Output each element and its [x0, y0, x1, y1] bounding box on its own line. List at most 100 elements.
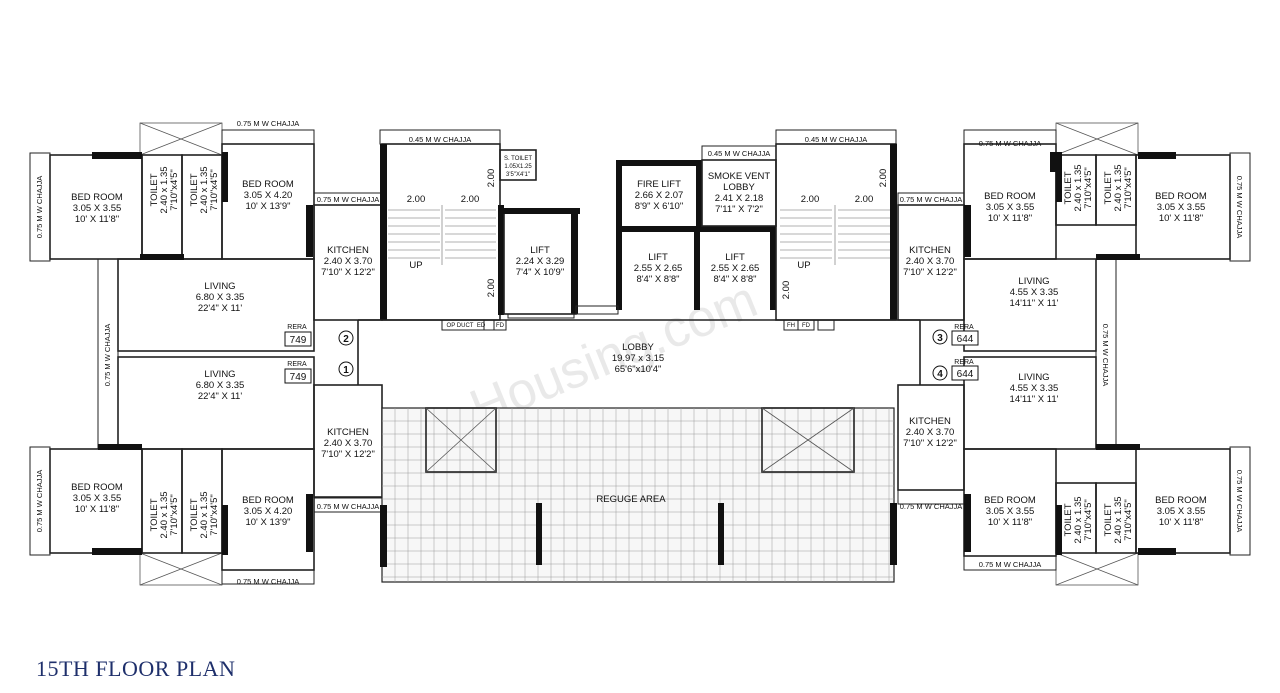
- room-size-ft: 10' X 13'9": [245, 201, 290, 212]
- room-size-ft: 3'5"X4'1": [506, 172, 530, 178]
- room-size-ft: 10' X 11'8": [988, 517, 1032, 528]
- rera-label: RERA: [287, 361, 307, 368]
- room-size-ft: 22'4" X 11': [198, 391, 243, 402]
- rera-number: 644: [957, 369, 974, 380]
- room-name: FIRE LIFT: [637, 179, 681, 190]
- room-size-m: 2.40 x 1.35: [199, 491, 210, 538]
- room-size-ft: 10' X 11'8": [75, 504, 119, 515]
- room-size-m: 2.55 X 2.65: [634, 263, 683, 274]
- room-size-m: 2.40 x 1.35: [199, 166, 210, 213]
- room-name: BED ROOM: [242, 179, 294, 190]
- room-size-ft: 8'9" X 6'10": [635, 201, 683, 212]
- room-name: LIVING: [204, 369, 235, 380]
- room-name: S. TOILET: [504, 156, 532, 162]
- room-size-ft: 14'11" X 11': [1010, 298, 1059, 309]
- room-name: LIFT: [725, 252, 745, 263]
- room-size-ft: 7'10" X 12'2": [321, 449, 375, 460]
- room-size-ft: 7'10" X 12'2": [321, 267, 375, 278]
- chajja-label: 0.75 M W CHAJJA: [317, 502, 380, 511]
- chajja-label: 0.75 M W CHAJJA: [1101, 324, 1110, 387]
- room-name: BED ROOM: [242, 495, 294, 506]
- stair-up: UP: [409, 260, 422, 271]
- east-wing: [897, 122, 1251, 586]
- room-name: KITCHEN: [327, 427, 369, 438]
- chajja-label: 0.75 M W CHAJJA: [317, 195, 380, 204]
- room-size-m: 2.40 x 1.35: [1073, 496, 1084, 543]
- room-name: LIFT: [530, 245, 550, 256]
- room-name-line2: LOBBY: [723, 182, 755, 193]
- room-size-m: 2.40 X 3.70: [906, 427, 955, 438]
- chajja-label: 0.75 M W CHAJJA: [103, 324, 112, 387]
- room-size-m: 2.55 X 2.65: [711, 263, 760, 274]
- chajja-label: 0.75 M W CHAJJA: [900, 195, 963, 204]
- room-name: KITCHEN: [327, 245, 369, 256]
- room-size-ft: 7'11" X 7'2": [715, 204, 763, 215]
- room-size-ft: 10' X 11'8": [1159, 517, 1203, 528]
- room-size-ft: 65'6"x10'4": [615, 364, 662, 375]
- stair-dim: 2.00: [407, 194, 426, 205]
- room-name: REGUGE AREA: [596, 494, 666, 505]
- duct-label: ED: [477, 323, 486, 329]
- room-name: TOILET: [1063, 171, 1074, 204]
- room-name: BED ROOM: [984, 191, 1036, 202]
- room-size-m: 3.05 X 4.20: [244, 506, 293, 517]
- room-size-m: 2.66 X 2.07: [635, 190, 684, 201]
- room-name: TOILET: [1103, 171, 1114, 204]
- refuge-area: [380, 407, 897, 583]
- room-size-m: 3.05 X 4.20: [244, 190, 293, 201]
- chajja-label: 0.75 M W CHAJJA: [979, 139, 1042, 148]
- room-size-m: 3.05 X 3.55: [986, 506, 1035, 517]
- room-name: BED ROOM: [984, 495, 1036, 506]
- room-name: BED ROOM: [71, 192, 123, 203]
- stair-up: UP: [797, 260, 810, 271]
- stair-dim: 2.00: [855, 194, 874, 205]
- room-name: TOILET: [1103, 503, 1114, 536]
- room-name: BED ROOM: [1155, 495, 1207, 506]
- room-size-ft: 7'10"x4'5": [1123, 499, 1134, 541]
- room-name: LIVING: [1018, 372, 1049, 383]
- stair-dim: 2.00: [801, 194, 820, 205]
- room-size-ft: 7'10" X 12'2": [903, 438, 957, 449]
- duct-label: FD: [802, 323, 811, 329]
- room-size-ft: 10' X 11'8": [988, 213, 1032, 224]
- chajja-label: 0.75 M W CHAJJA: [1235, 470, 1244, 533]
- room-size-m: 2.40 x 1.35: [159, 166, 170, 213]
- room-name: LIVING: [1018, 276, 1049, 287]
- room-size-m: 2.40 x 1.35: [1073, 164, 1084, 211]
- unit-number: 4: [937, 369, 943, 380]
- rera-number: 749: [290, 335, 307, 346]
- room-size-m: 2.40 x 1.35: [1113, 496, 1124, 543]
- room-size-m: 2.24 X 3.29: [516, 256, 565, 267]
- chajja-label: 0.75 M W CHAJJA: [900, 502, 963, 511]
- chajja-label: 0.45 M W CHAJJA: [409, 135, 472, 144]
- room-size-ft: 7'10"x4'5": [1083, 167, 1094, 209]
- stair-dim: 2.00: [781, 281, 792, 300]
- chajja-label: 0.75 M W CHAJJA: [237, 577, 300, 586]
- unit-number: 1: [343, 365, 349, 376]
- room-name: SMOKE VENT: [708, 171, 770, 182]
- duct-label: OP DUCT: [447, 323, 474, 329]
- unit-markers: RERA 749 2 RERA 749 1 3 RERA 644 4 RERA …: [284, 324, 979, 384]
- room-size-m: 2.40 X 3.70: [906, 256, 955, 267]
- room-name: BED ROOM: [71, 482, 123, 493]
- chajja-label: 0.45 M W CHAJJA: [805, 135, 868, 144]
- room-size-ft: 10' X 11'8": [75, 214, 119, 225]
- room-size-m: 4.55 X 3.35: [1010, 287, 1059, 298]
- rera-label: RERA: [954, 324, 974, 331]
- unit-number: 3: [937, 333, 943, 344]
- room-name: BED ROOM: [1155, 191, 1207, 202]
- room-name: KITCHEN: [909, 245, 951, 256]
- room-size-ft: 7'4" X 10'9": [516, 267, 564, 278]
- room-name: LOBBY: [622, 342, 654, 353]
- chajja-label: 0.75 M W CHAJJA: [35, 176, 44, 239]
- rera-number: 749: [290, 372, 307, 383]
- room-size-m: 6.80 X 3.35: [196, 292, 245, 303]
- room-name: TOILET: [149, 498, 160, 531]
- chajja-label: 0.75 M W CHAJJA: [979, 560, 1042, 569]
- room-size-ft: 10' X 13'9": [245, 517, 290, 528]
- room-name: TOILET: [189, 173, 200, 206]
- room-size-m: 3.05 X 3.55: [986, 202, 1035, 213]
- room-size-ft: 7'10"x4'5": [209, 169, 220, 211]
- room-size-m: 2.40 x 1.35: [1113, 164, 1124, 211]
